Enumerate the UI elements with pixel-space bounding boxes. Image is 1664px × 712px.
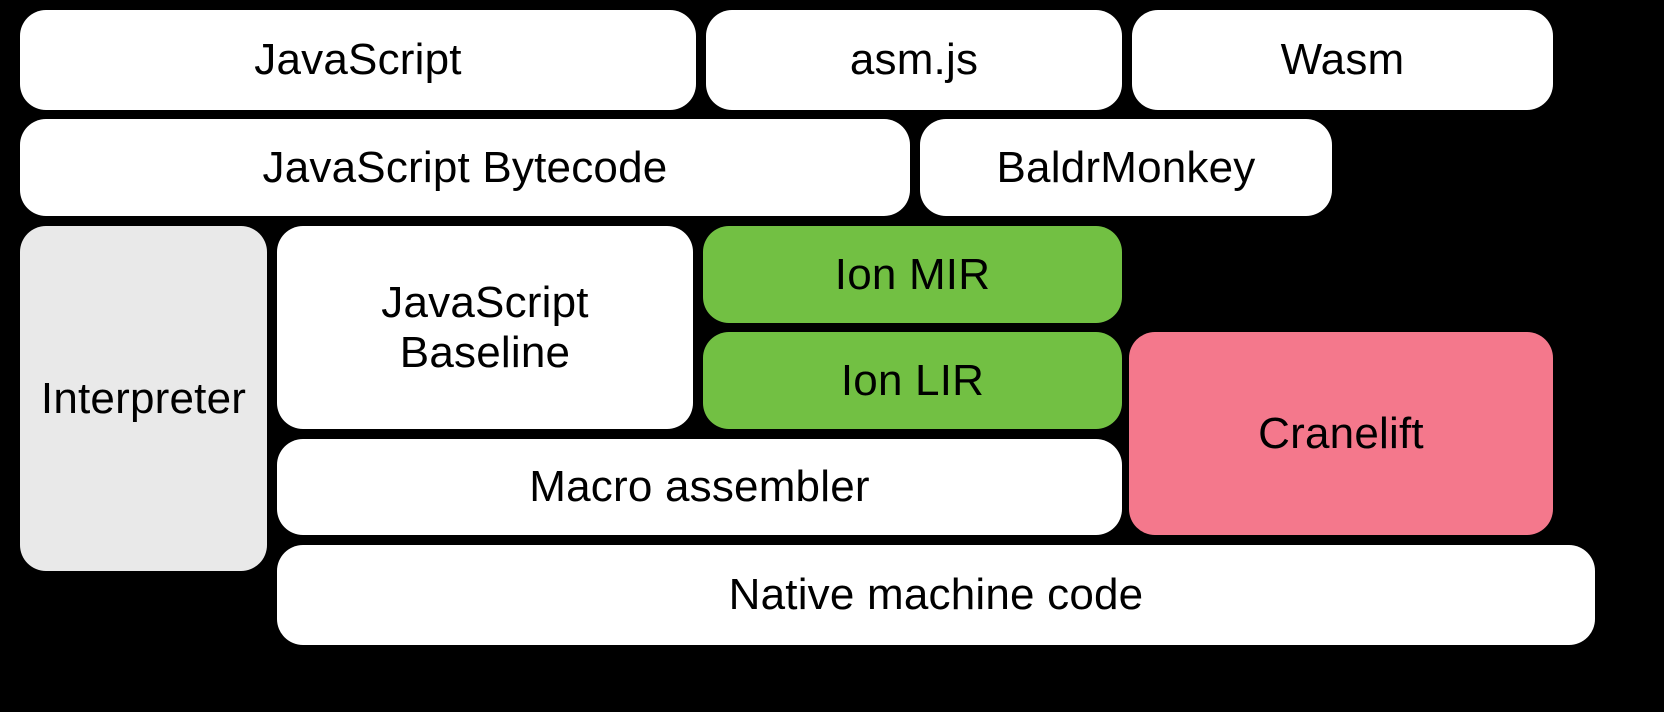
node-label: JavaScript Baseline xyxy=(381,278,589,377)
node-label: Macro assembler xyxy=(529,462,870,512)
node-label: Ion MIR xyxy=(834,249,991,299)
node-asm-js[interactable]: asm.js xyxy=(706,10,1122,110)
node-interpreter[interactable]: Interpreter xyxy=(20,226,267,571)
node-native-machine-code[interactable]: Native machine code xyxy=(277,545,1595,645)
node-label: Interpreter xyxy=(40,373,247,423)
node-javascript-baseline[interactable]: JavaScript Baseline xyxy=(277,226,693,429)
node-ion-mir[interactable]: Ion MIR xyxy=(703,226,1122,323)
node-macro-assembler[interactable]: Macro assembler xyxy=(277,439,1122,535)
node-label: Cranelift xyxy=(1258,408,1424,458)
node-javascript[interactable]: JavaScript xyxy=(20,10,696,110)
node-label: asm.js xyxy=(849,35,979,85)
node-javascript-bytecode[interactable]: JavaScript Bytecode xyxy=(20,119,910,216)
node-label: JavaScript xyxy=(254,35,462,85)
node-label: Ion LIR xyxy=(840,355,985,405)
node-ion-lir[interactable]: Ion LIR xyxy=(703,332,1122,429)
node-label: Wasm xyxy=(1280,35,1405,85)
node-label: BaldrMonkey xyxy=(996,142,1256,192)
node-baldrmonkey[interactable]: BaldrMonkey xyxy=(920,119,1332,216)
node-label: Native machine code xyxy=(728,570,1144,620)
node-cranelift[interactable]: Cranelift xyxy=(1129,332,1553,535)
node-wasm[interactable]: Wasm xyxy=(1132,10,1553,110)
node-label: JavaScript Bytecode xyxy=(262,142,668,192)
